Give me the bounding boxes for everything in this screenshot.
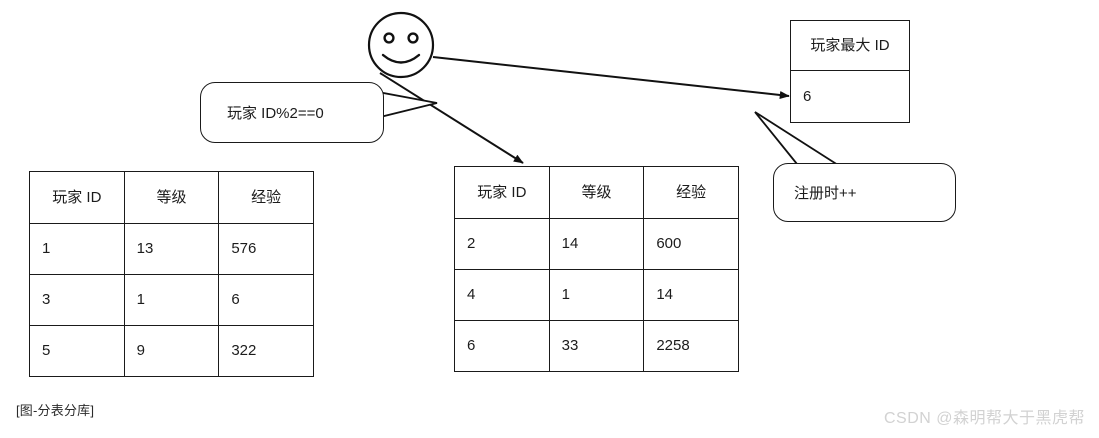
cell-level: 13 bbox=[123, 223, 220, 275]
header-exp: 经验 bbox=[218, 171, 314, 224]
header-player-id: 玩家 ID bbox=[454, 166, 550, 219]
cell-player-id: 1 bbox=[29, 223, 125, 275]
cell-level: 33 bbox=[548, 320, 645, 372]
cell-exp: 600 bbox=[643, 218, 739, 270]
cell-exp: 14 bbox=[643, 269, 739, 321]
figure-caption: [图-分表分库] bbox=[16, 403, 95, 418]
cell-player-id: 4 bbox=[454, 269, 550, 321]
header-level: 等级 bbox=[123, 171, 220, 224]
smiley-face-icon bbox=[367, 11, 435, 79]
cell-player-id: 6 bbox=[454, 320, 550, 372]
table-row: 4 1 14 bbox=[454, 269, 739, 321]
cell-exp: 576 bbox=[218, 223, 314, 275]
header-player-id: 玩家 ID bbox=[29, 171, 125, 224]
arrow-face-to-maxid bbox=[432, 56, 790, 99]
table-row: 6 33 2258 bbox=[454, 320, 739, 372]
header-max-player-id: 玩家最大 ID bbox=[790, 20, 910, 71]
csdn-watermark: CSDN @森明帮大于黑虎帮 bbox=[883, 410, 1085, 427]
cell-player-id: 5 bbox=[29, 325, 125, 377]
table-row: 1 13 576 bbox=[29, 223, 314, 275]
table-header-row: 玩家 ID 等级 经验 bbox=[29, 171, 314, 224]
callout-register-rule: 注册时++ bbox=[773, 163, 956, 222]
cell-exp: 322 bbox=[218, 325, 314, 377]
callout-even-rule: 玩家 ID%2==0 bbox=[200, 82, 384, 143]
cell-level: 1 bbox=[123, 274, 220, 326]
arrow-face-to-even-table bbox=[379, 72, 524, 164]
cell-exp: 2258 bbox=[643, 320, 739, 372]
callout-even-rule-label: 玩家 ID%2==0 bbox=[227, 105, 324, 122]
table-shard-odd: 玩家 ID 等级 经验 1 13 576 3 1 6 5 9 322 bbox=[29, 171, 314, 377]
table-row: 3 1 6 bbox=[29, 274, 314, 326]
cell-level: 14 bbox=[548, 218, 645, 270]
table-row: 5 9 322 bbox=[29, 325, 314, 377]
table-header-row: 玩家 ID 等级 经验 bbox=[454, 166, 739, 219]
table-row: 2 14 600 bbox=[454, 218, 739, 270]
table-shard-even: 玩家 ID 等级 经验 2 14 600 4 1 14 6 33 2258 bbox=[454, 166, 739, 372]
header-level: 等级 bbox=[548, 166, 645, 219]
cell-level: 1 bbox=[548, 269, 645, 321]
cell-max-player-id: 6 bbox=[790, 70, 910, 123]
cell-level: 9 bbox=[123, 325, 220, 377]
cell-exp: 6 bbox=[218, 274, 314, 326]
cell-player-id: 3 bbox=[29, 274, 125, 326]
callout-register-rule-label: 注册时++ bbox=[794, 185, 857, 202]
table-row: 6 bbox=[790, 70, 910, 123]
cell-player-id: 2 bbox=[454, 218, 550, 270]
header-exp: 经验 bbox=[643, 166, 739, 219]
table-max-player-id: 玩家最大 ID 6 bbox=[790, 20, 910, 123]
table-header-row: 玩家最大 ID bbox=[790, 20, 910, 71]
